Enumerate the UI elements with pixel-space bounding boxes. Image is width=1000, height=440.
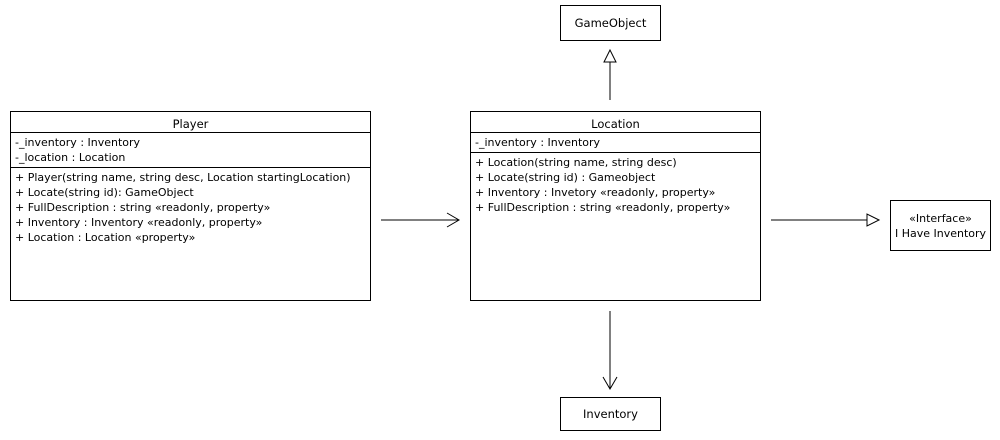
player-method: + Locate(string id): GameObject — [15, 186, 194, 199]
association-player-location — [381, 212, 460, 228]
player-class-name: Player — [11, 112, 370, 133]
location-class-name: Location — [471, 112, 760, 133]
class-location[interactable]: Location -_inventory : Inventory + Locat… — [470, 111, 761, 301]
player-method: + Location : Location «property» — [15, 231, 196, 244]
player-methods: + Player(string name, string desc, Locat… — [11, 168, 370, 247]
location-attribute: -_inventory : Inventory — [475, 136, 601, 149]
location-method: + Locate(string id) : Gameobject — [475, 171, 656, 184]
inventory-name: Inventory — [583, 407, 638, 421]
location-method: + FullDescription : string «readonly, pr… — [475, 201, 731, 214]
location-attributes: -_inventory : Inventory — [471, 133, 760, 153]
player-attributes: -_inventory : Inventory -_location : Loc… — [11, 133, 370, 168]
interface-name: I Have Inventory — [894, 226, 987, 240]
association-location-inventory — [602, 311, 618, 390]
generalization-location-gameobject — [603, 48, 617, 100]
player-attribute: -_location : Location — [15, 151, 126, 164]
class-player[interactable]: Player -_inventory : Inventory -_locatio… — [10, 111, 371, 301]
location-methods: + Location(string name, string desc) + L… — [471, 153, 760, 217]
location-method: + Location(string name, string desc) — [475, 156, 677, 169]
class-gameobject[interactable]: GameObject — [560, 5, 661, 41]
player-method: + Inventory : Inventory «readonly, prope… — [15, 216, 263, 229]
player-method: + FullDescription : string «readonly, pr… — [15, 201, 271, 214]
interface-stereotype: «Interface» — [909, 211, 972, 225]
gameobject-name: GameObject — [574, 16, 647, 30]
realization-location-interface — [771, 213, 881, 227]
player-attribute: -_inventory : Inventory — [15, 136, 141, 149]
location-method: + Inventory : Invetory «readonly, proper… — [475, 186, 716, 199]
class-inventory[interactable]: Inventory — [560, 397, 661, 431]
player-method: + Player(string name, string desc, Locat… — [15, 171, 351, 184]
interface-i-have-inventory[interactable]: «Interface» I Have Inventory — [890, 200, 991, 251]
